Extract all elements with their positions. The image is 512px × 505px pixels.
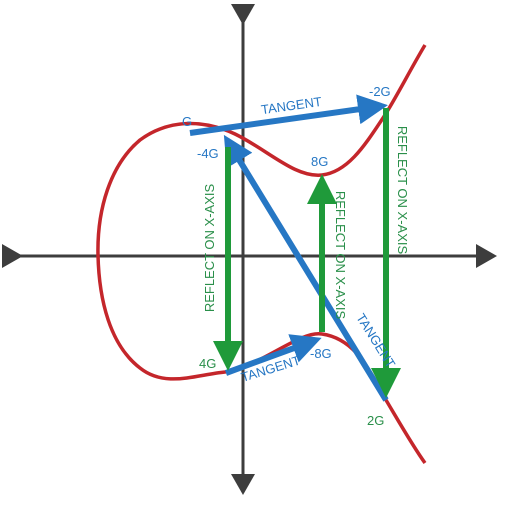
label-reflect-left: REFLECT ON X-AXIS	[202, 183, 217, 312]
elliptic-curve	[96, 44, 427, 465]
tangent-arrow-2g-to-neg-4g	[223, 134, 389, 402]
label-4g: 4G	[199, 356, 216, 371]
tangent-arrow-g-to-neg-2g	[189, 94, 388, 136]
label-2g: 2G	[367, 413, 384, 428]
label-neg-8g: -8G	[310, 346, 332, 361]
label-g: G	[182, 114, 192, 129]
label-reflect-right: REFLECT ON X-AXIS	[395, 126, 410, 255]
label-8g: 8G	[311, 154, 328, 169]
label-reflect-middle: REFLECT ON X-AXIS	[333, 191, 348, 320]
label-neg-2g: -2G	[369, 84, 391, 99]
label-neg-4g: -4G	[197, 146, 219, 161]
